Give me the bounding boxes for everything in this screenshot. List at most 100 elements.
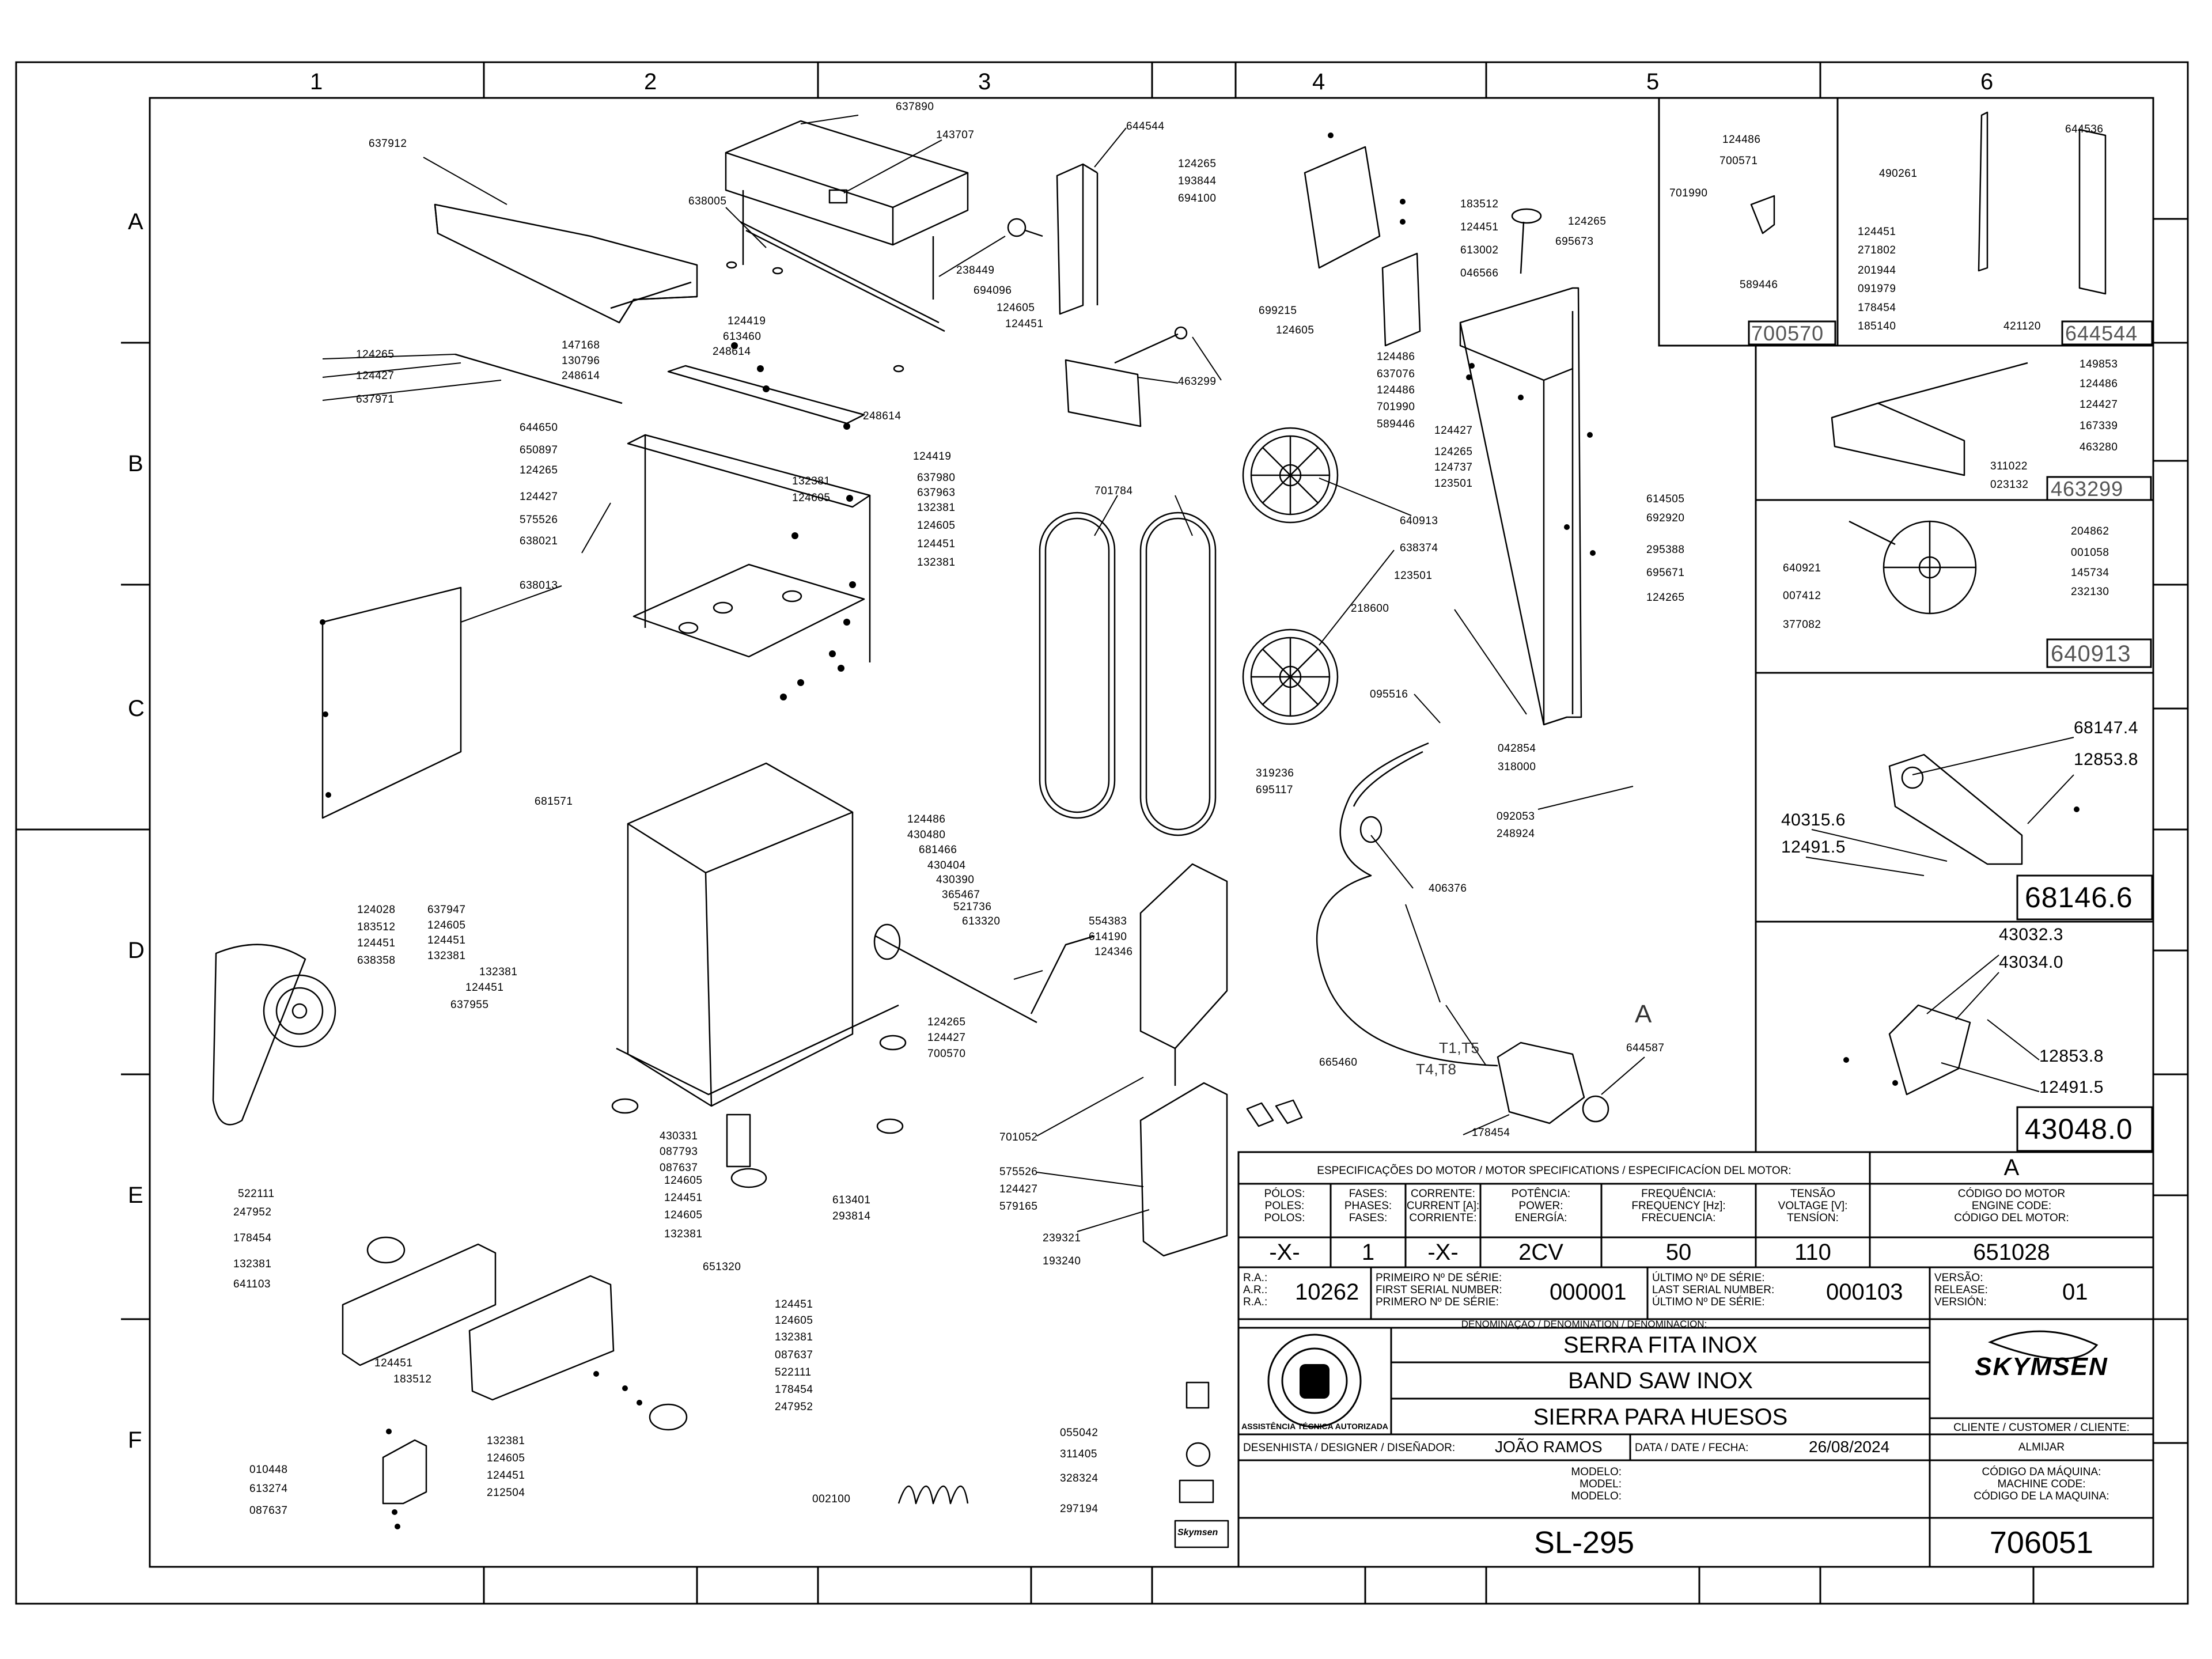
date-label: DATA / DATE / FECHA: (1635, 1442, 1749, 1454)
part-label: 147168 (562, 339, 600, 351)
part-label: 271802 (1858, 244, 1896, 256)
part-label: 124451 (465, 982, 504, 994)
part-label: 178454 (233, 1232, 272, 1244)
machine-code-label: CÓDIGO DA MÁQUINA: (1982, 1466, 2101, 1478)
part-label: 522111 (238, 1188, 275, 1200)
part-label: 124346 (1094, 946, 1133, 958)
part-label: 132381 (792, 475, 831, 487)
part-label: 637947 (427, 904, 466, 916)
part-label: 001058 (2071, 547, 2109, 559)
part-label: 132381 (487, 1435, 525, 1447)
machine-name-es: SIERRA PARA HUESOS (1533, 1404, 1788, 1430)
col-label: PÓLOS: (1264, 1188, 1305, 1200)
part-label: 701990 (1377, 401, 1415, 413)
part-label: 124265 (927, 1016, 966, 1028)
part-label: 124265 (1178, 158, 1217, 170)
part-label: 695673 (1555, 236, 1594, 248)
part-label: 124451 (1005, 318, 1044, 330)
last-serial-label: ÚLTIMO Nº DE SÉRIE: (1652, 1296, 1765, 1308)
last-serial-label: ÚLTIMO Nº DE SÉRIE: (1652, 1272, 1765, 1284)
part-label: 087637 (660, 1162, 698, 1174)
col-label: ENGINE CODE: (1971, 1200, 2052, 1212)
part-label: 124265 (1434, 446, 1473, 458)
part-label: 132381 (917, 556, 956, 569)
col-label: PHASES: (1344, 1200, 1392, 1212)
part-label: 701784 (1094, 485, 1133, 497)
part-label: 124427 (520, 491, 558, 503)
grid-row-b: B (128, 451, 143, 476)
part-label: 124265 (520, 464, 558, 476)
part-label: 692920 (1646, 512, 1685, 524)
designer-value: JOÃO RAMOS (1495, 1438, 1603, 1456)
part-label: 124486 (2080, 378, 2118, 390)
last-serial-label: LAST SERIAL NUMBER: (1652, 1284, 1775, 1296)
part-label: 087793 (660, 1146, 698, 1158)
part-label: 007412 (1783, 590, 1821, 602)
part-label: 694100 (1178, 192, 1217, 204)
part-label: 12491.5 (1781, 838, 1846, 857)
col-label: TENSÃO (1790, 1188, 1836, 1200)
part-label: 123501 (1434, 478, 1473, 490)
part-label: 12491.5 (2039, 1078, 2104, 1097)
part-label: 124451 (917, 538, 956, 550)
small-brand-logo: Skymsen (1177, 1528, 1218, 1537)
part-label: 575526 (520, 514, 558, 526)
part-label: 145734 (2071, 567, 2109, 579)
detail-title: 644544 (2065, 321, 2138, 345)
part-label: 377082 (1783, 619, 1821, 631)
part-label: 613460 (723, 331, 762, 343)
part-label: 232130 (2071, 586, 2109, 598)
part-label: 124605 (792, 492, 831, 504)
part-label: 095516 (1370, 688, 1408, 700)
part-label: 178454 (1858, 302, 1896, 314)
part-label: 700570 (927, 1048, 966, 1060)
part-label: 637980 (917, 472, 956, 484)
machine-code-value: 706051 (1989, 1525, 2094, 1560)
part-label: 637912 (369, 138, 407, 150)
part-label: 637955 (450, 999, 489, 1011)
first-serial-label: FIRST SERIAL NUMBER: (1376, 1284, 1502, 1296)
col-label: CORRENTE: (1411, 1188, 1475, 1200)
part-label: 665460 (1319, 1056, 1358, 1069)
part-label: 183512 (1460, 198, 1499, 210)
part-label: 641103 (233, 1278, 271, 1290)
part-label: 638021 (520, 535, 558, 547)
part-label: 087637 (775, 1349, 813, 1361)
part-label: 193844 (1178, 175, 1217, 187)
part-label: 575526 (999, 1166, 1038, 1178)
grid-column-5: 5 (1646, 69, 1660, 94)
machine-name-en: BAND SAW INOX (1568, 1368, 1753, 1393)
part-label: 042854 (1498, 743, 1536, 755)
ra-label: R.A.: (1243, 1296, 1268, 1308)
grid-row-c: C (128, 696, 145, 721)
part-label: 002100 (812, 1493, 851, 1505)
wire-label: T1,T5 (1439, 1039, 1480, 1056)
part-label: 092053 (1497, 810, 1535, 823)
current-value: -X- (1427, 1240, 1459, 1265)
frequency-value: 50 (1665, 1240, 1692, 1265)
machine-name-pt: SERRA FITA INOX (1563, 1332, 1758, 1358)
col-label: POLOS: (1264, 1212, 1305, 1224)
col-label: ENERGÍA: (1514, 1212, 1567, 1224)
col-label: TENSÍON: (1787, 1212, 1839, 1224)
part-label: 124265 (1646, 592, 1685, 604)
model-label: MODELO: (1571, 1466, 1622, 1478)
part-label: 185140 (1858, 320, 1896, 332)
first-serial-value: 000001 (1550, 1279, 1627, 1305)
grid-row-e: E (128, 1183, 143, 1208)
part-label: 124427 (927, 1032, 966, 1044)
detail-title: 43048.0 (2025, 1113, 2133, 1145)
part-label: 124605 (664, 1209, 703, 1221)
part-label: 406376 (1429, 882, 1467, 895)
part-label: 490261 (1879, 168, 1918, 180)
part-label: 124605 (664, 1175, 703, 1187)
part-label: 430404 (927, 859, 966, 872)
part-label: 614505 (1646, 493, 1685, 505)
brand-logo: SKYMSEN (1975, 1353, 2108, 1381)
part-label: 124427 (1434, 425, 1473, 437)
part-label: 365467 (942, 889, 980, 901)
last-serial-value: 000103 (1826, 1279, 1903, 1305)
grid-column-4: 4 (1312, 69, 1325, 94)
seal-text: ASSISTÊNCIA TÉCNICA AUTORIZADA (1241, 1422, 1388, 1431)
